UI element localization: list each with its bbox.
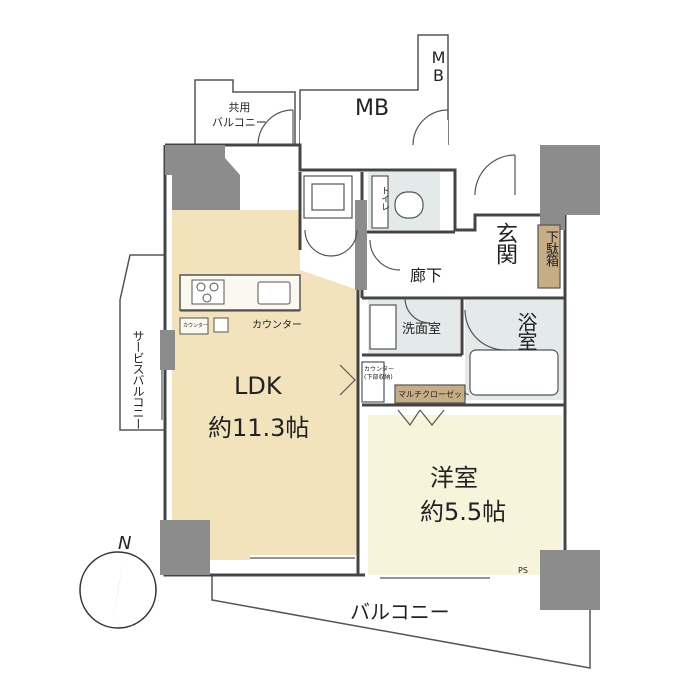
outer-outlines <box>119 34 591 669</box>
toilet-tank <box>394 191 424 219</box>
compass-circle <box>79 551 157 629</box>
pillar-se <box>540 550 600 610</box>
ldk-size-label: 約11.3帖 <box>208 414 310 442</box>
western-size-label: 約5.5帖 <box>420 498 507 526</box>
corridor-label: 廊下 <box>410 266 443 285</box>
mb-large-label: MB <box>355 96 390 121</box>
counter-small-label: カウンター <box>183 323 209 329</box>
compass-needle <box>112 550 125 625</box>
balcony-outline <box>211 575 591 669</box>
pillars <box>160 145 600 610</box>
mb-floor <box>300 120 448 145</box>
kitchen <box>179 274 301 335</box>
fridge <box>213 317 229 333</box>
shoe-box-label: 下駄箱 <box>543 230 558 266</box>
toilet-label: トイレ <box>379 186 389 210</box>
stove <box>191 279 225 305</box>
pillar-w <box>160 330 175 370</box>
western-room-label: 洋室 <box>430 464 478 492</box>
entrance-label: 玄関 <box>492 222 517 264</box>
ldk-floor <box>172 175 358 560</box>
shoe-box <box>537 224 561 289</box>
multi-closet-label: マルチクローゼット <box>398 390 470 399</box>
doors <box>161 109 516 579</box>
sink <box>257 281 291 305</box>
mb-outline <box>299 34 449 145</box>
counter-storage-box <box>361 361 385 403</box>
pillar-mid <box>355 200 367 290</box>
pillar-ne <box>540 145 600 230</box>
compass <box>79 550 157 629</box>
multi-closet <box>394 384 466 404</box>
pillar-sw <box>160 520 210 575</box>
washroom-label: 洗面室 <box>402 322 442 337</box>
fixtures <box>303 175 561 404</box>
bathtub <box>469 349 559 396</box>
service-balcony-label: サービスバルコニー <box>131 330 145 429</box>
counter-storage-label: カウンター (下部収納) <box>364 366 395 381</box>
balcony-label: バルコニー <box>350 600 450 624</box>
ps-label: PS <box>518 566 528 575</box>
ldk-label: LDK <box>234 372 282 400</box>
counter-small-box <box>179 317 209 335</box>
shared-balcony-outline <box>194 79 296 145</box>
bath-label: 浴室 <box>514 312 538 350</box>
bedroom-floor <box>368 415 562 575</box>
service-balcony-outline <box>119 254 165 431</box>
counter-label: カウンター <box>252 320 302 331</box>
mb-small-label: MB <box>429 48 448 84</box>
pillar-nw <box>165 145 240 210</box>
shared-balcony-label: 共用 バルコニー <box>212 101 267 129</box>
north-label: N <box>118 533 132 554</box>
